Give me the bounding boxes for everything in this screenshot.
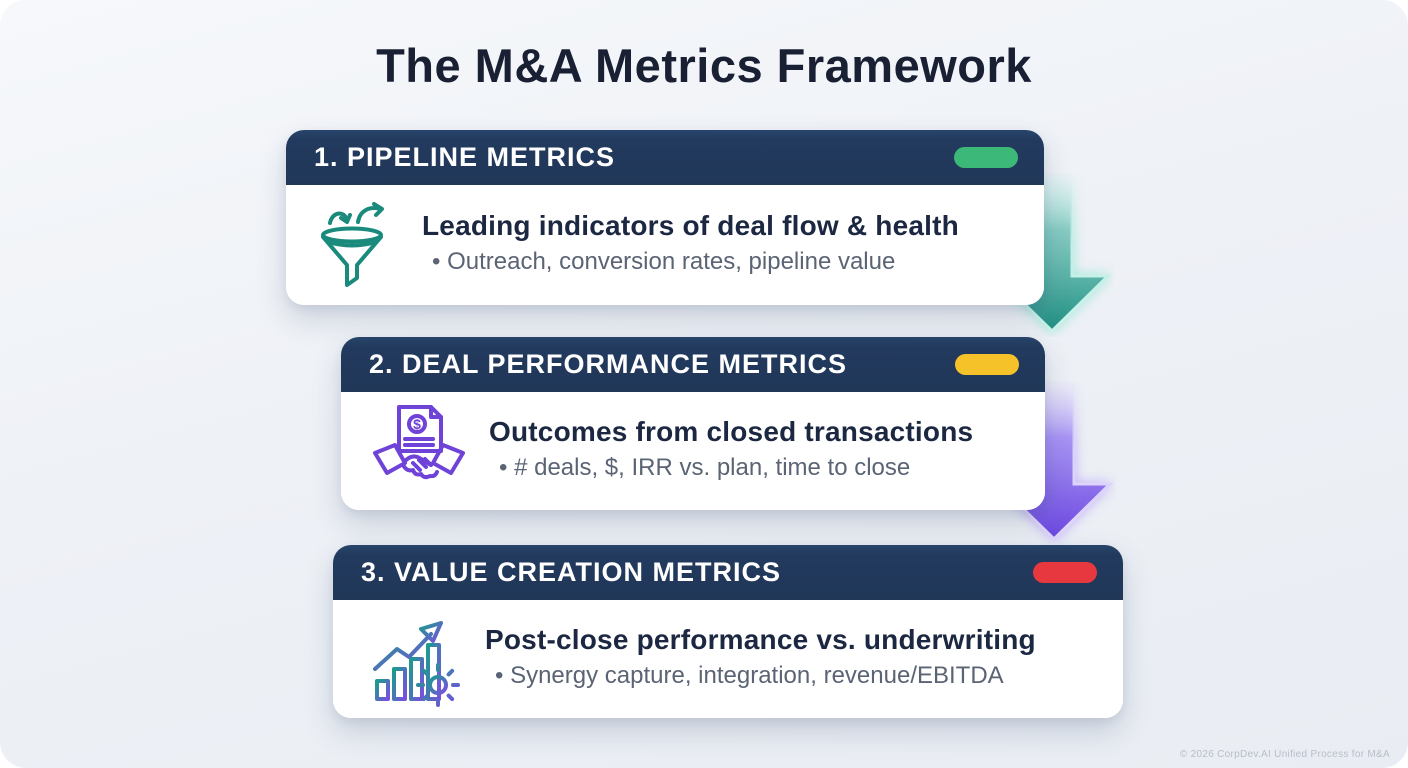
status-pill-yellow [955, 354, 1019, 375]
card-value-creation-body: Post-close performance vs. underwriting … [333, 600, 1123, 718]
status-pill-red [1033, 562, 1097, 583]
handshake-document-icon: $ [369, 400, 469, 502]
card-deal-performance-header: 2. DEAL PERFORMANCE METRICS [341, 337, 1045, 392]
card-deal-performance-body: $ Outcomes from closed transactions # de… [341, 392, 1045, 510]
card-deal-performance-header-label: 2. DEAL PERFORMANCE METRICS [369, 349, 848, 379]
svg-text:$: $ [413, 416, 421, 432]
card-value-creation-metrics: 3. VALUE CREATION METRICS [333, 545, 1123, 718]
card-value-creation-headline: Post-close performance vs. underwriting [485, 624, 1036, 655]
card-value-creation-bullet: Synergy capture, integration, revenue/EB… [485, 662, 1036, 690]
card-pipeline-headline: Leading indicators of deal flow & health [422, 210, 959, 241]
growth-chart-gear-icon [365, 608, 465, 710]
card-deal-performance-headline: Outcomes from closed transactions [489, 416, 974, 447]
card-value-creation-header: 3. VALUE CREATION METRICS [333, 545, 1123, 600]
card-value-creation-header-label: 3. VALUE CREATION METRICS [361, 557, 782, 587]
card-pipeline-bullet: Outreach, conversion rates, pipeline val… [422, 248, 959, 276]
card-pipeline-body: Leading indicators of deal flow & health… [286, 185, 1044, 305]
card-deal-performance-bullet: # deals, $, IRR vs. plan, time to close [489, 454, 973, 482]
copyright-note: © 2026 CorpDev.AI Unified Process for M&… [1179, 749, 1390, 760]
card-pipeline-header-label: 1. PIPELINE METRICS [314, 142, 616, 172]
page-title: The M&A Metrics Framework [376, 39, 1032, 92]
card-pipeline-metrics: 1. PIPELINE METRICS Leadin [286, 130, 1044, 305]
card-deal-performance-metrics: 2. DEAL PERFORMANCE METRICS $ [341, 337, 1045, 510]
status-pill-green [954, 147, 1018, 168]
card-pipeline-header: 1. PIPELINE METRICS [286, 130, 1044, 185]
funnel-icon [302, 194, 402, 296]
